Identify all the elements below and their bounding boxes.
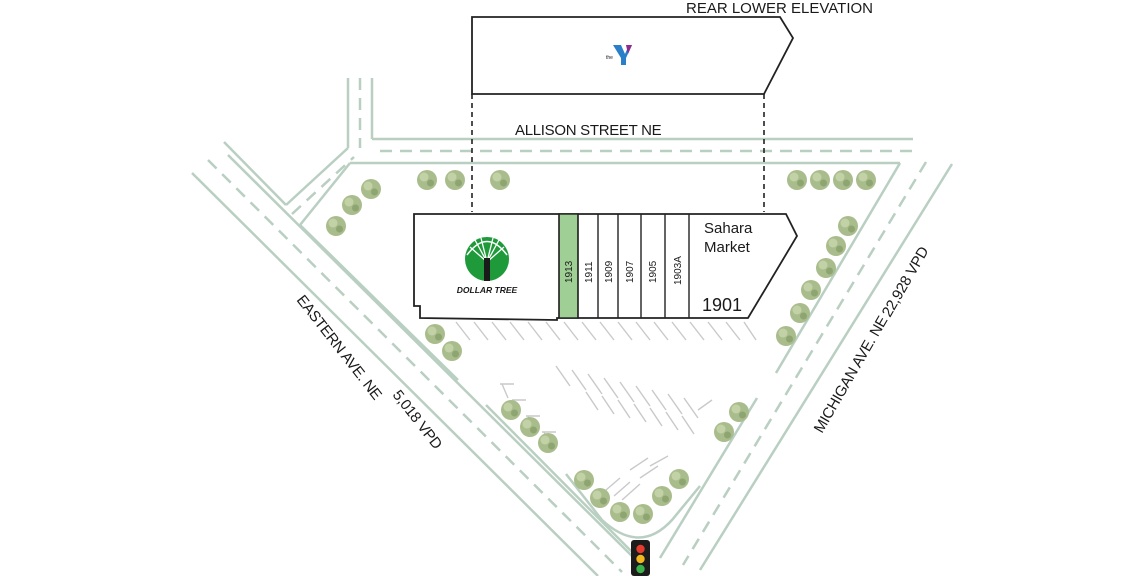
sahara-market-suite[interactable]: Sahara Market 1901 <box>702 220 753 315</box>
michigan-ave-inner-edge <box>774 162 902 374</box>
tree-icon <box>445 170 465 190</box>
connector-centerline <box>291 156 355 215</box>
tree-icon <box>326 216 346 236</box>
tree-icon <box>590 488 610 508</box>
michigan-ave-edge <box>698 163 954 571</box>
eastern-ave-inner-edge <box>485 404 641 561</box>
michigan-ave-inner-edge <box>658 397 759 559</box>
traffic-signal-icon <box>631 540 650 576</box>
unit-label-1905: 1905 <box>648 260 659 283</box>
tree-icon <box>801 280 821 300</box>
tree-icon <box>669 469 689 489</box>
allison-street-label: ALLISON STREET NE <box>515 122 662 139</box>
shopping-center: DOLLAR TREE 1913 1911 1909 1907 1905 190… <box>413 213 799 321</box>
roads <box>191 78 954 576</box>
sahara-market-name-line1: Sahara <box>704 220 753 237</box>
dollar-tree-suite[interactable]: DOLLAR TREE <box>457 237 518 295</box>
sahara-market-number: 1901 <box>702 295 742 315</box>
tree-icon <box>361 179 381 199</box>
tree-icon <box>729 402 749 422</box>
tree-icon <box>790 303 810 323</box>
tree-icon <box>776 326 796 346</box>
tree-icon <box>787 170 807 190</box>
tree-icon <box>342 195 362 215</box>
connector-edge <box>223 141 287 206</box>
stall-row-south <box>605 455 669 501</box>
dollar-tree-logo <box>465 237 509 281</box>
sahara-market-name-line2: Market <box>704 239 751 256</box>
unit-label-1903a: 1903A <box>673 256 684 285</box>
tree-icon <box>816 258 836 278</box>
traffic-signal-red <box>636 544 645 554</box>
tree-icon <box>833 170 853 190</box>
tree-icon <box>610 502 630 522</box>
connector-edge <box>299 162 351 226</box>
unit-label-1913: 1913 <box>564 260 575 283</box>
stall-row-middle-lower <box>585 391 713 435</box>
traffic-signal-yellow <box>636 554 645 564</box>
unit-label-1909: 1909 <box>604 260 615 283</box>
elevation-title: REAR LOWER ELEVATION <box>686 0 873 17</box>
michigan-ave-label: MICHIGAN AVE. NE <box>811 313 892 436</box>
south-lot-edge <box>565 473 701 539</box>
eastern-ave-edge <box>191 172 599 576</box>
traffic-signal-green <box>636 564 645 574</box>
michigan-ave-traffic: 22,928 VPD <box>879 244 933 320</box>
ymca-logo-text: the <box>606 55 613 61</box>
tree-icon <box>810 170 830 190</box>
tree-icon <box>714 422 734 442</box>
tree-icon <box>574 470 594 490</box>
rear-building-outline <box>471 16 795 95</box>
tree-icon <box>417 170 437 190</box>
stall-row-north <box>455 321 757 341</box>
eastern-ave-edge <box>227 154 643 567</box>
tree-icon <box>538 433 558 453</box>
tree-icon <box>425 324 445 344</box>
stall-row-middle-upper <box>555 365 699 419</box>
eastern-ave-centerline <box>207 159 623 573</box>
parking-stalls <box>455 321 757 501</box>
ymca-logo: the <box>606 45 632 65</box>
tree-icon <box>442 341 462 361</box>
unit-label-1911: 1911 <box>584 261 595 283</box>
tree-icon <box>501 400 521 420</box>
connector-edge <box>285 147 349 206</box>
trees <box>326 170 876 524</box>
building-outline <box>413 213 799 321</box>
tree-icon <box>490 170 510 190</box>
tree-icon <box>856 170 876 190</box>
eastern-ave-inner-edge <box>299 224 459 381</box>
rear-lower-elevation: REAR LOWER ELEVATION the <box>471 0 873 212</box>
eastern-ave-label: EASTERN AVE. NE <box>293 292 385 403</box>
tree-icon <box>826 236 846 256</box>
tree-icon <box>633 504 653 524</box>
tree-icon <box>652 486 672 506</box>
tree-icon <box>838 216 858 236</box>
ymca-logo-accent <box>626 45 632 54</box>
dollar-tree-logo-trunk <box>484 258 490 281</box>
unit-label-1907: 1907 <box>625 260 636 283</box>
dollar-tree-name: DOLLAR TREE <box>457 285 518 295</box>
tree-icon <box>520 417 540 437</box>
